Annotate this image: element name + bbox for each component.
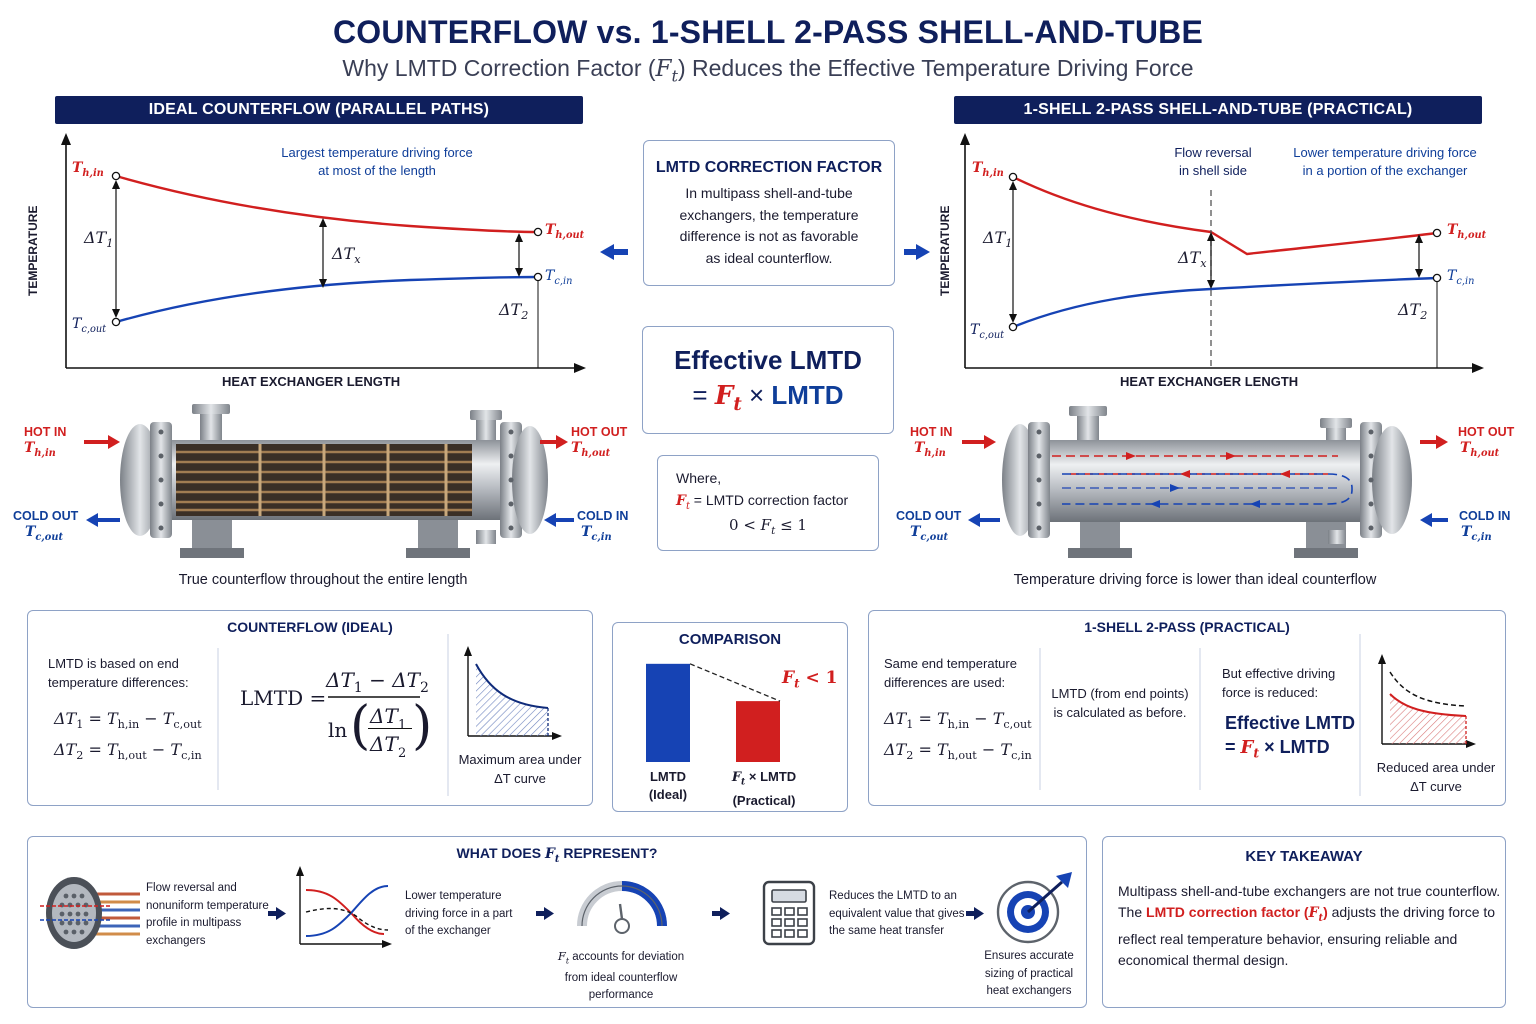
- lmtd-formula-lhs: LMTD =: [240, 686, 327, 710]
- right-dt1-label: ΔT1: [983, 228, 1013, 251]
- left-th-in-label: Th,in: [72, 160, 104, 179]
- page-title: COUNTERFLOW vs. 1-SHELL 2-PASS SHELL-AND…: [332, 14, 1204, 50]
- bar-lmtd-ideal: [646, 663, 690, 762]
- right-dtx-label: ΔTx: [1178, 248, 1207, 271]
- left-tc-out-label: Tc,out: [72, 316, 107, 335]
- left-dt2-label: ΔT2: [499, 300, 529, 323]
- right-panel-banner: 1-SHELL 2-PASS SHELL-AND-TUBE (PRACTICAL…: [954, 96, 1482, 124]
- effective-lmtd-title: Effective LMTD: [674, 345, 862, 375]
- page-subtitle: Why LMTD Correction Factor (Ft) Reduces …: [342, 55, 1194, 86]
- counterflow-box-title: COUNTERFLOW (IDEAL): [227, 619, 393, 635]
- comparison-title: COMPARISON: [678, 631, 782, 648]
- practical-eq-dt1: ΔT1 = Th,in − Tc,out: [884, 709, 1032, 732]
- key-takeaway-text: Multipass shell-and-tube exchangers are …: [1118, 883, 1501, 968]
- counterflow-eq-dt2: ΔT2 = Th,out − Tc,in: [54, 740, 202, 763]
- bar-ft-lmtd-practical: [736, 701, 780, 762]
- where-box: Where, Ft = LMTD correction factor 0 < F…: [657, 455, 879, 551]
- practical-eff-title: Effective LMTD: [1225, 713, 1356, 733]
- left-tc-in-label: Tc,in: [545, 268, 573, 287]
- right-tc-in-label: Tc,in: [1447, 268, 1475, 287]
- correction-factor-box: LMTD CORRECTION FACTOR In multipass shel…: [643, 140, 895, 286]
- comparison-bar2-label: Ft × LMTD(Practical): [731, 769, 797, 808]
- where-definition: Ft = LMTD correction factor: [676, 492, 849, 512]
- left-panel-banner: IDEAL COUNTERFLOW (PARALLEL PATHS): [55, 96, 583, 124]
- comparison-bar1-label: LMTD(Ideal): [648, 769, 688, 802]
- left-th-out-label: Th,out: [545, 222, 585, 241]
- right-caption: Temperature driving force is lower than …: [1013, 572, 1377, 588]
- where-range: 0 < Ft ≤ 1: [729, 515, 807, 537]
- ft-represent-box: WHAT DOES Ft REPRESENT?: [27, 836, 1087, 1008]
- correction-factor-title: LMTD CORRECTION FACTOR: [655, 159, 883, 176]
- right-tc-out-label: Tc,out: [970, 322, 1005, 341]
- left-x-axis-label: HEAT EXCHANGER LENGTH: [222, 374, 401, 389]
- ft-represent-title: WHAT DOES Ft REPRESENT?: [456, 845, 658, 865]
- practical-mid-text: LMTD (from end points)is calculated as b…: [1051, 686, 1189, 720]
- right-th-in-label: Th,in: [972, 160, 1004, 179]
- effective-lmtd-box: Effective LMTD = Ft × LMTD: [642, 326, 894, 434]
- key-takeaway-title: KEY TAKEAWAY: [1245, 848, 1363, 865]
- effective-lmtd-equation: = Ft × LMTD: [692, 380, 844, 416]
- practical-eff-equation: = Ft × LMTD: [1225, 737, 1330, 761]
- right-x-axis-label: HEAT EXCHANGER LENGTH: [1120, 374, 1299, 389]
- left-dtx-label: ΔTx: [332, 244, 361, 267]
- practical-eq-dt2: ΔT2 = Th,out − Tc,in: [884, 740, 1032, 763]
- comparison-ft-label: Ft < 1: [782, 668, 838, 691]
- right-dt2-label: ΔT2: [1398, 300, 1428, 323]
- left-dt1-label: ΔT1: [84, 228, 114, 251]
- lmtd-formula-numerator: ΔT1 − ΔT2: [326, 668, 429, 696]
- counterflow-eq-dt1: ΔT1 = Th,in − Tc,out: [54, 709, 202, 732]
- right-th-out-label: Th,out: [1447, 222, 1487, 241]
- comparison-drop-line: [689, 663, 781, 702]
- practical-box-title: 1-SHELL 2-PASS (PRACTICAL): [1084, 619, 1290, 635]
- left-caption: True counterflow throughout the entire l…: [178, 572, 468, 588]
- key-takeaway-box: KEY TAKEAWAY Multipass shell-and-tube ex…: [1102, 836, 1506, 1008]
- where-label: Where,: [676, 470, 722, 486]
